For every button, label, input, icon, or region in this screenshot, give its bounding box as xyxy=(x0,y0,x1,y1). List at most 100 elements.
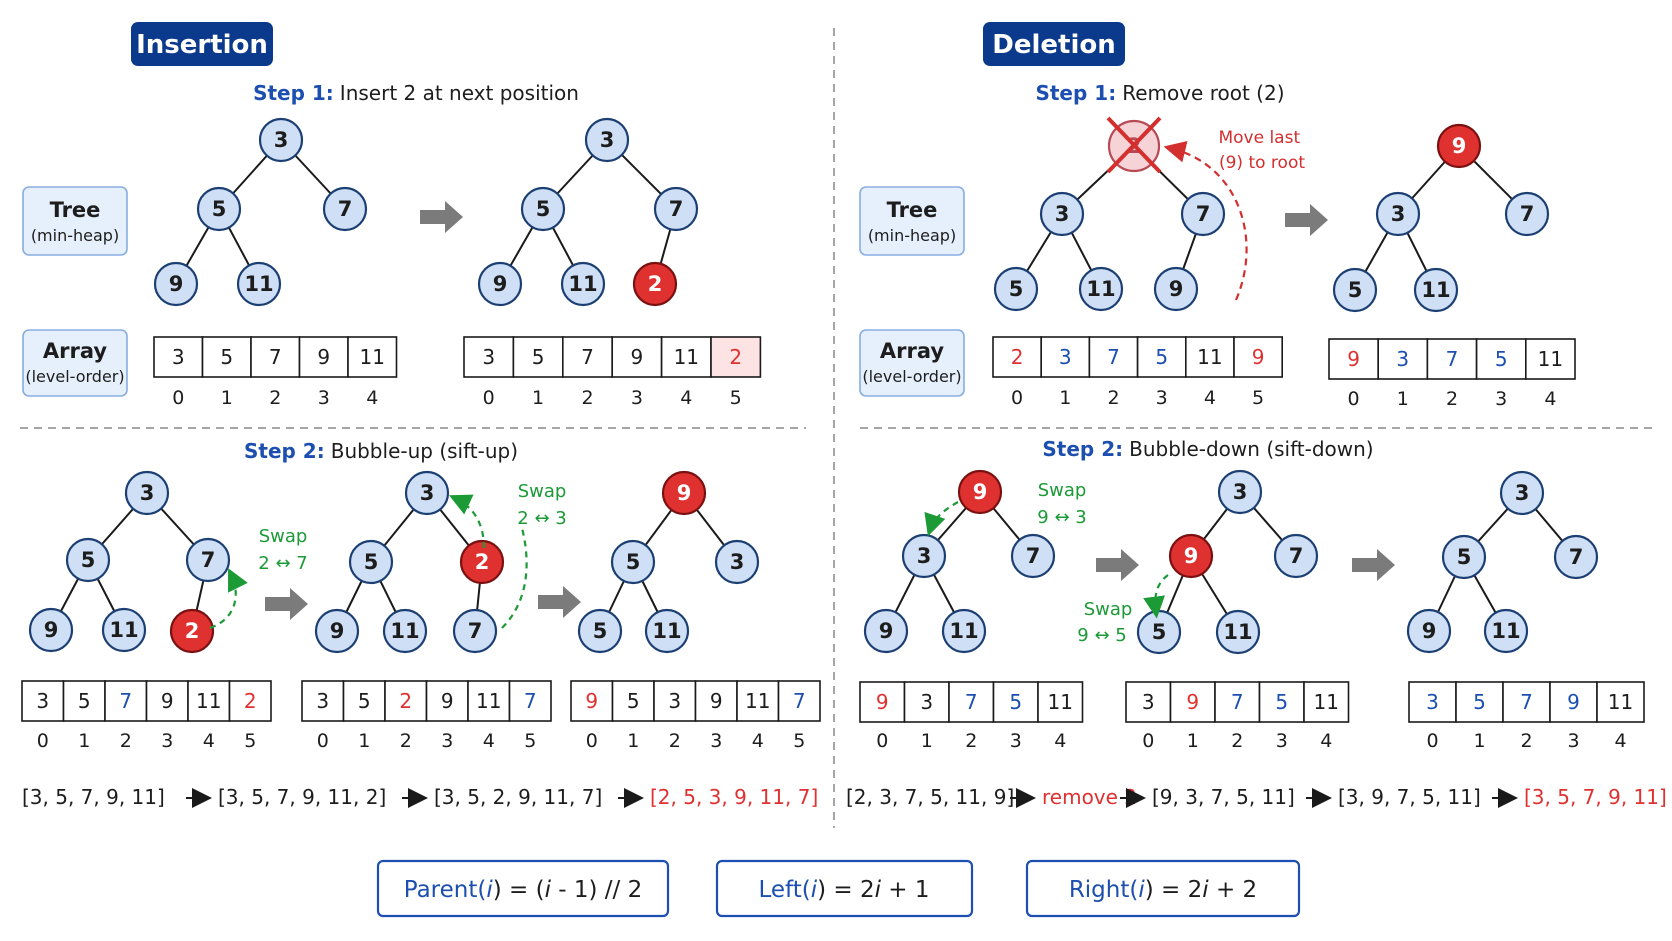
array-cell: 11 xyxy=(736,680,780,722)
array-index: 1 xyxy=(1473,730,1485,752)
heap-node: 11 xyxy=(941,608,987,654)
heap-node: 9 xyxy=(863,608,909,654)
array-cell: 2 xyxy=(992,336,1043,378)
array-cell: 7 xyxy=(561,336,613,378)
heap-node-value: 11 xyxy=(1223,620,1252,644)
array-index: 1 xyxy=(78,730,90,752)
heap-node-value: 3 xyxy=(274,128,289,152)
heap-node: 3 xyxy=(124,470,170,516)
array-cell: 3 xyxy=(463,336,515,378)
sequence-step: [9, 3, 7, 5, 11] xyxy=(1152,785,1295,809)
array-cell-value: 7 xyxy=(581,345,594,369)
right-formula: Right(i) = 2i + 2 xyxy=(1025,859,1301,918)
array-index: 0 xyxy=(1348,388,1360,410)
array-cell: 9 xyxy=(1169,681,1216,723)
array-index: 0 xyxy=(1426,730,1438,752)
heap-node: 9 xyxy=(477,261,523,307)
heap-node: 5 xyxy=(1332,267,1378,313)
array-cell: 11 xyxy=(1596,681,1645,723)
tree-sublabel: (min-heap) xyxy=(868,226,956,245)
heap-node-value: 11 xyxy=(1491,619,1520,643)
heap-node-value: 5 xyxy=(1009,277,1024,301)
array-cell-value: 7 xyxy=(119,689,132,713)
array-index: 2 xyxy=(965,730,977,752)
array-cell-value: 3 xyxy=(1059,345,1072,369)
array-index: 3 xyxy=(318,387,330,409)
deletion-sequence: [2, 3, 7, 5, 11, 9]remove 2[9, 3, 7, 5, … xyxy=(846,785,1667,809)
array-index: 3 xyxy=(161,730,173,752)
heap-node-value: 9 xyxy=(973,480,988,504)
sequence-step: [2, 5, 3, 9, 11, 7] xyxy=(650,785,818,809)
array-index: 4 xyxy=(1204,387,1216,409)
heap-node-value: 2 xyxy=(648,272,663,296)
heap-node: 7 xyxy=(1553,534,1599,580)
deletion-step2-text: Bubble-down (sift-down) xyxy=(1129,437,1373,461)
array-cell-value: 3 xyxy=(316,689,329,713)
array-cell-value: 2 xyxy=(729,345,742,369)
array-index: 0 xyxy=(1142,730,1154,752)
left-formula: Left(i) = 2i + 1 xyxy=(715,859,974,918)
array-index: 2 xyxy=(1520,730,1532,752)
sequence-step: [2, 3, 7, 5, 11, 9] xyxy=(846,785,1014,809)
array-cell: 2 xyxy=(384,680,428,722)
heap-node: 7 xyxy=(322,186,368,232)
swap-label-9-3: Swap xyxy=(1038,480,1087,501)
heap-node-value: 5 xyxy=(1348,278,1363,302)
heap-node-value: 5 xyxy=(1457,545,1472,569)
move-last-note: Move last (9) to root xyxy=(1218,128,1305,173)
array-cell-value: 5 xyxy=(1473,690,1486,714)
heap-node: 11 xyxy=(101,607,147,653)
heap-node-value: 3 xyxy=(1515,481,1530,505)
array-index: 1 xyxy=(627,730,639,752)
array-index: 3 xyxy=(1567,730,1579,752)
array-index: 1 xyxy=(1397,388,1409,410)
array-cell-value: 2 xyxy=(1011,345,1024,369)
heap-node: 3 xyxy=(1375,191,1421,237)
array-index: 4 xyxy=(483,730,495,752)
array-cell: 3 xyxy=(153,336,204,378)
heap-node-value: 7 xyxy=(1026,544,1041,568)
array-index: 4 xyxy=(1544,388,1556,410)
heap-node-value: 3 xyxy=(1055,202,1070,226)
heap-node: 3 xyxy=(1039,191,1085,237)
tree-label-chip-deletion: Tree (min-heap) xyxy=(859,186,965,256)
heap-node-value: 7 xyxy=(1289,544,1304,568)
deletion-step1-heading: Step 1:Remove root (2) xyxy=(1035,81,1284,105)
array-index: 4 xyxy=(1054,730,1066,752)
heap-node: 11 xyxy=(1413,267,1459,313)
heap-node-value: 9 xyxy=(1169,277,1184,301)
parent-formula: Parent(i) = (i - 1) // 2 xyxy=(376,859,670,918)
array-cell-value: 9 xyxy=(1567,690,1580,714)
heap-node-value: 5 xyxy=(364,550,379,574)
array-sublabel: (level-order) xyxy=(862,367,961,386)
array-index: 4 xyxy=(366,387,378,409)
heap-node: 2 xyxy=(632,261,678,307)
heap-node: 3 xyxy=(584,117,630,163)
array-index: 0 xyxy=(37,730,49,752)
array-cell-value: 9 xyxy=(710,689,723,713)
array-cell-value: 2 xyxy=(399,689,412,713)
array-cell: 3 xyxy=(903,681,950,723)
heap-node: 9 xyxy=(957,469,1003,515)
array-index: 4 xyxy=(752,730,764,752)
heap-node-value: 7 xyxy=(338,197,353,221)
array-index: 3 xyxy=(710,730,722,752)
array-cell: 9 xyxy=(1549,681,1598,723)
array-cell-value: 11 xyxy=(1048,690,1073,714)
array-index: 4 xyxy=(203,730,215,752)
array-cell: 5 xyxy=(1455,681,1504,723)
array-cell: 9 xyxy=(1233,336,1284,378)
insertion-step1-label: Step 1: xyxy=(253,81,334,105)
array-cell: 3 xyxy=(1408,681,1457,723)
removed-root-cross-icon xyxy=(1106,116,1162,174)
array-cell-value: 9 xyxy=(441,689,454,713)
heap-node: 3 xyxy=(714,539,760,585)
svg-text:Parent(i) = (i - 1) // 2: Parent(i) = (i - 1) // 2 xyxy=(404,877,643,903)
heap-node: 9 xyxy=(661,470,707,516)
sequence-step: [3, 9, 7, 5, 11] xyxy=(1338,785,1481,809)
array-sublabel: (level-order) xyxy=(25,367,124,386)
array-cell-value: 9 xyxy=(1347,347,1360,371)
array-index: 3 xyxy=(1156,387,1168,409)
array-cell-value: 7 xyxy=(965,690,978,714)
